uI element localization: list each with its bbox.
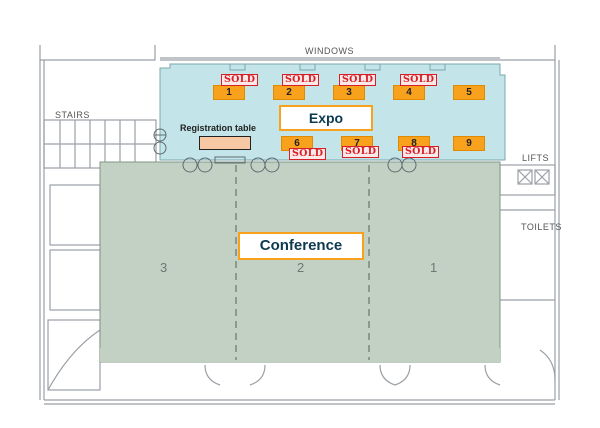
room-number: 3 bbox=[160, 260, 168, 275]
sold-badge: SOLD bbox=[400, 74, 438, 86]
lifts-label: LIFTS bbox=[522, 153, 550, 163]
sold-badge: SOLD bbox=[221, 74, 259, 86]
booth-2[interactable]: 2 bbox=[273, 85, 305, 100]
sold-badge: SOLD bbox=[402, 146, 440, 158]
toilets-label: TOILETS bbox=[521, 222, 562, 232]
room-number: 2 bbox=[297, 260, 305, 275]
sold-badge: SOLD bbox=[282, 74, 320, 86]
room-number: 1 bbox=[430, 260, 438, 275]
booth-4[interactable]: 4 bbox=[393, 85, 425, 100]
windows-label: WINDOWS bbox=[305, 46, 354, 56]
booth-3[interactable]: 3 bbox=[333, 85, 365, 100]
sold-badge: SOLD bbox=[289, 148, 327, 160]
booth-5[interactable]: 5 bbox=[453, 85, 485, 100]
conference-label: Conference bbox=[238, 232, 364, 260]
registration-table bbox=[199, 136, 251, 150]
expo-label: Expo bbox=[279, 105, 373, 131]
registration-label: Registration table bbox=[180, 123, 257, 133]
booth-1[interactable]: 1 bbox=[213, 85, 245, 100]
stairs-label: STAIRS bbox=[55, 110, 90, 120]
booth-9[interactable]: 9 bbox=[453, 136, 485, 151]
sold-badge: SOLD bbox=[342, 146, 380, 158]
sold-badge: SOLD bbox=[339, 74, 377, 86]
